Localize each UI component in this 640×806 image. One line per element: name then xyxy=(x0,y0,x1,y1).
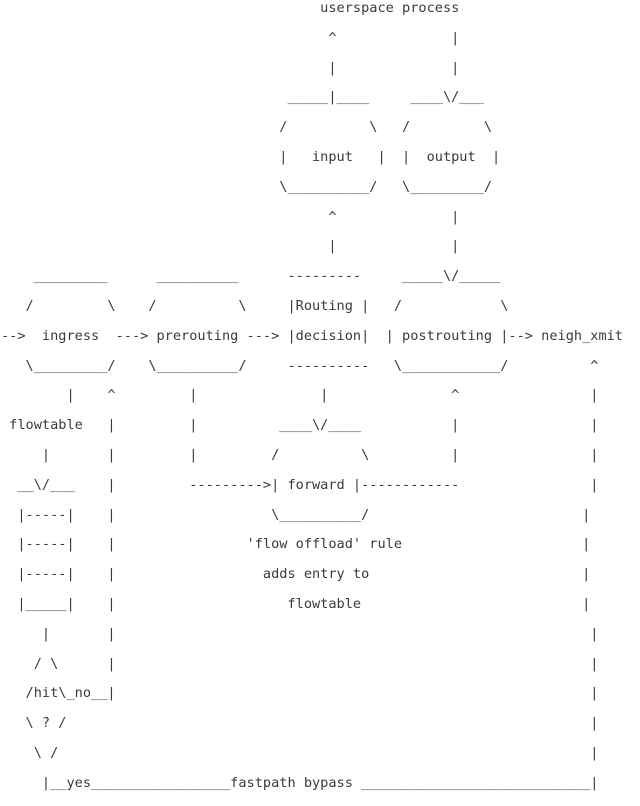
diagram-line-main-chain: --> ingress ---> prerouting ---> |decisi… xyxy=(1,327,623,344)
diagram-line-forward: __\/___ | --------->| forward |---------… xyxy=(1,476,599,493)
diagram-line-offload-rule: |_____| | flowtable | xyxy=(1,595,591,612)
diagram-line: |-----| | \__________/ | xyxy=(1,506,591,523)
diagram-line: | | | / \ | | xyxy=(1,446,599,463)
diagram-line-offload-rule: |-----| | adds entry to | xyxy=(1,566,591,583)
diagram-line: / \ | | xyxy=(1,655,599,672)
diagram-line-userspace-process: userspace process xyxy=(1,0,460,16)
diagram-line-fastpath-bypass: |__yes_________________fastpath bypass _… xyxy=(1,774,599,791)
diagram-line-routing: / \ / \ |Routing | / \ xyxy=(1,297,509,314)
diagram-line-hit-no: /hit\_no__| | xyxy=(1,685,599,702)
diagram-line-input-output: | input | | output | xyxy=(1,148,501,165)
flowtable-diagram-page: userspace process ^ | | | _____|____ ___… xyxy=(1,0,623,791)
diagram-line: ^ | xyxy=(1,29,460,46)
diagram-line: \_________/ \__________/ ---------- \___… xyxy=(1,357,599,374)
diagram-line: \__________/ \_________/ xyxy=(1,178,493,195)
diagram-line: | ^ | | ^ | xyxy=(1,387,599,404)
diagram-line: \ / | xyxy=(1,744,599,761)
diagram-line-flowtable-label: flowtable | | ____\/____ | | xyxy=(1,417,599,434)
diagram-line: _____|____ ____\/___ xyxy=(1,89,484,106)
diagram-line: ^ | xyxy=(1,208,460,225)
diagram-line: | | xyxy=(1,59,460,76)
diagram-line-offload-rule: |-----| | 'flow offload' rule | xyxy=(1,536,591,553)
diagram-line-hit: \ ? / | xyxy=(1,715,599,732)
diagram-line: _________ __________ --------- _____\/__… xyxy=(1,268,501,285)
diagram-line: / \ / \ xyxy=(1,119,493,136)
diagram-line: | | xyxy=(1,238,460,255)
diagram-line: | | | xyxy=(1,625,599,642)
